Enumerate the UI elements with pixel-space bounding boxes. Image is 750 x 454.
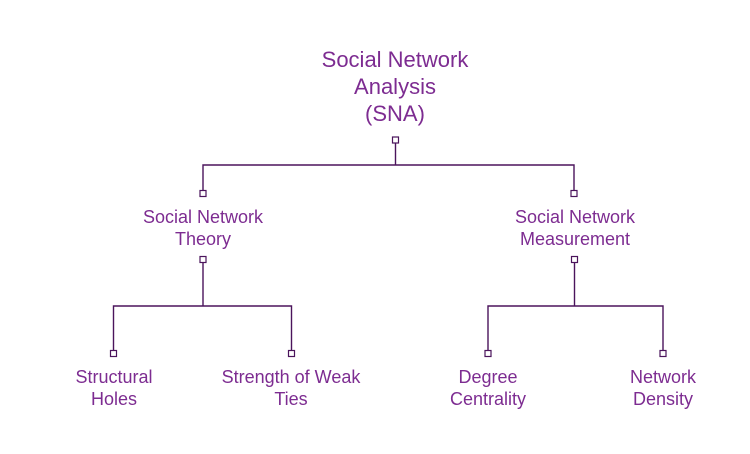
node-label-line: Social Network (321, 47, 469, 72)
connector-node-marker (570, 255, 579, 264)
node-label-line: Density (632, 389, 694, 409)
node-label-line: Network (629, 367, 697, 387)
node-strength-of-weak-ties[interactable]: Strength of Weak Ties (222, 366, 361, 410)
connector-node-marker (199, 255, 207, 264)
node-structural-holes[interactable]: Structural Holes (75, 366, 152, 410)
connector-node-marker (391, 136, 400, 144)
connector-theory-branch (112, 262, 293, 351)
node-social-network-analysis[interactable]: Social Network Analysis (SNA) (322, 46, 469, 127)
node-label-line: Analysis (354, 74, 436, 99)
node-label-line: Theory (174, 229, 232, 249)
connector-measurement-branch (487, 262, 664, 351)
node-label-line: Measurement (519, 229, 631, 249)
connector-node-marker (287, 349, 296, 358)
node-label-line: Ties (274, 389, 308, 409)
node-label-line: (SNA) (365, 101, 425, 126)
connector-node-marker (199, 189, 207, 198)
connector-node-marker (659, 349, 667, 358)
node-label-line: Structural (75, 367, 153, 387)
node-degree-centrality[interactable]: Degree Centrality (450, 366, 526, 410)
node-label-line: Degree (458, 367, 518, 387)
node-social-network-measurement[interactable]: Social Network Measurement (515, 206, 635, 250)
connector-root-branch (202, 143, 575, 191)
connector-node-marker (484, 349, 492, 358)
connector-node-marker (109, 349, 118, 358)
node-social-network-theory[interactable]: Social Network Theory (143, 206, 263, 250)
node-network-density[interactable]: Network Density (630, 366, 696, 410)
connector-node-marker (570, 189, 578, 198)
node-label-line: Centrality (449, 389, 527, 409)
node-label-line: Holes (90, 389, 138, 409)
node-label-line: Social Network (514, 207, 636, 227)
node-label-line: Social Network (142, 207, 264, 227)
node-label-line: Strength of Weak (221, 367, 361, 387)
